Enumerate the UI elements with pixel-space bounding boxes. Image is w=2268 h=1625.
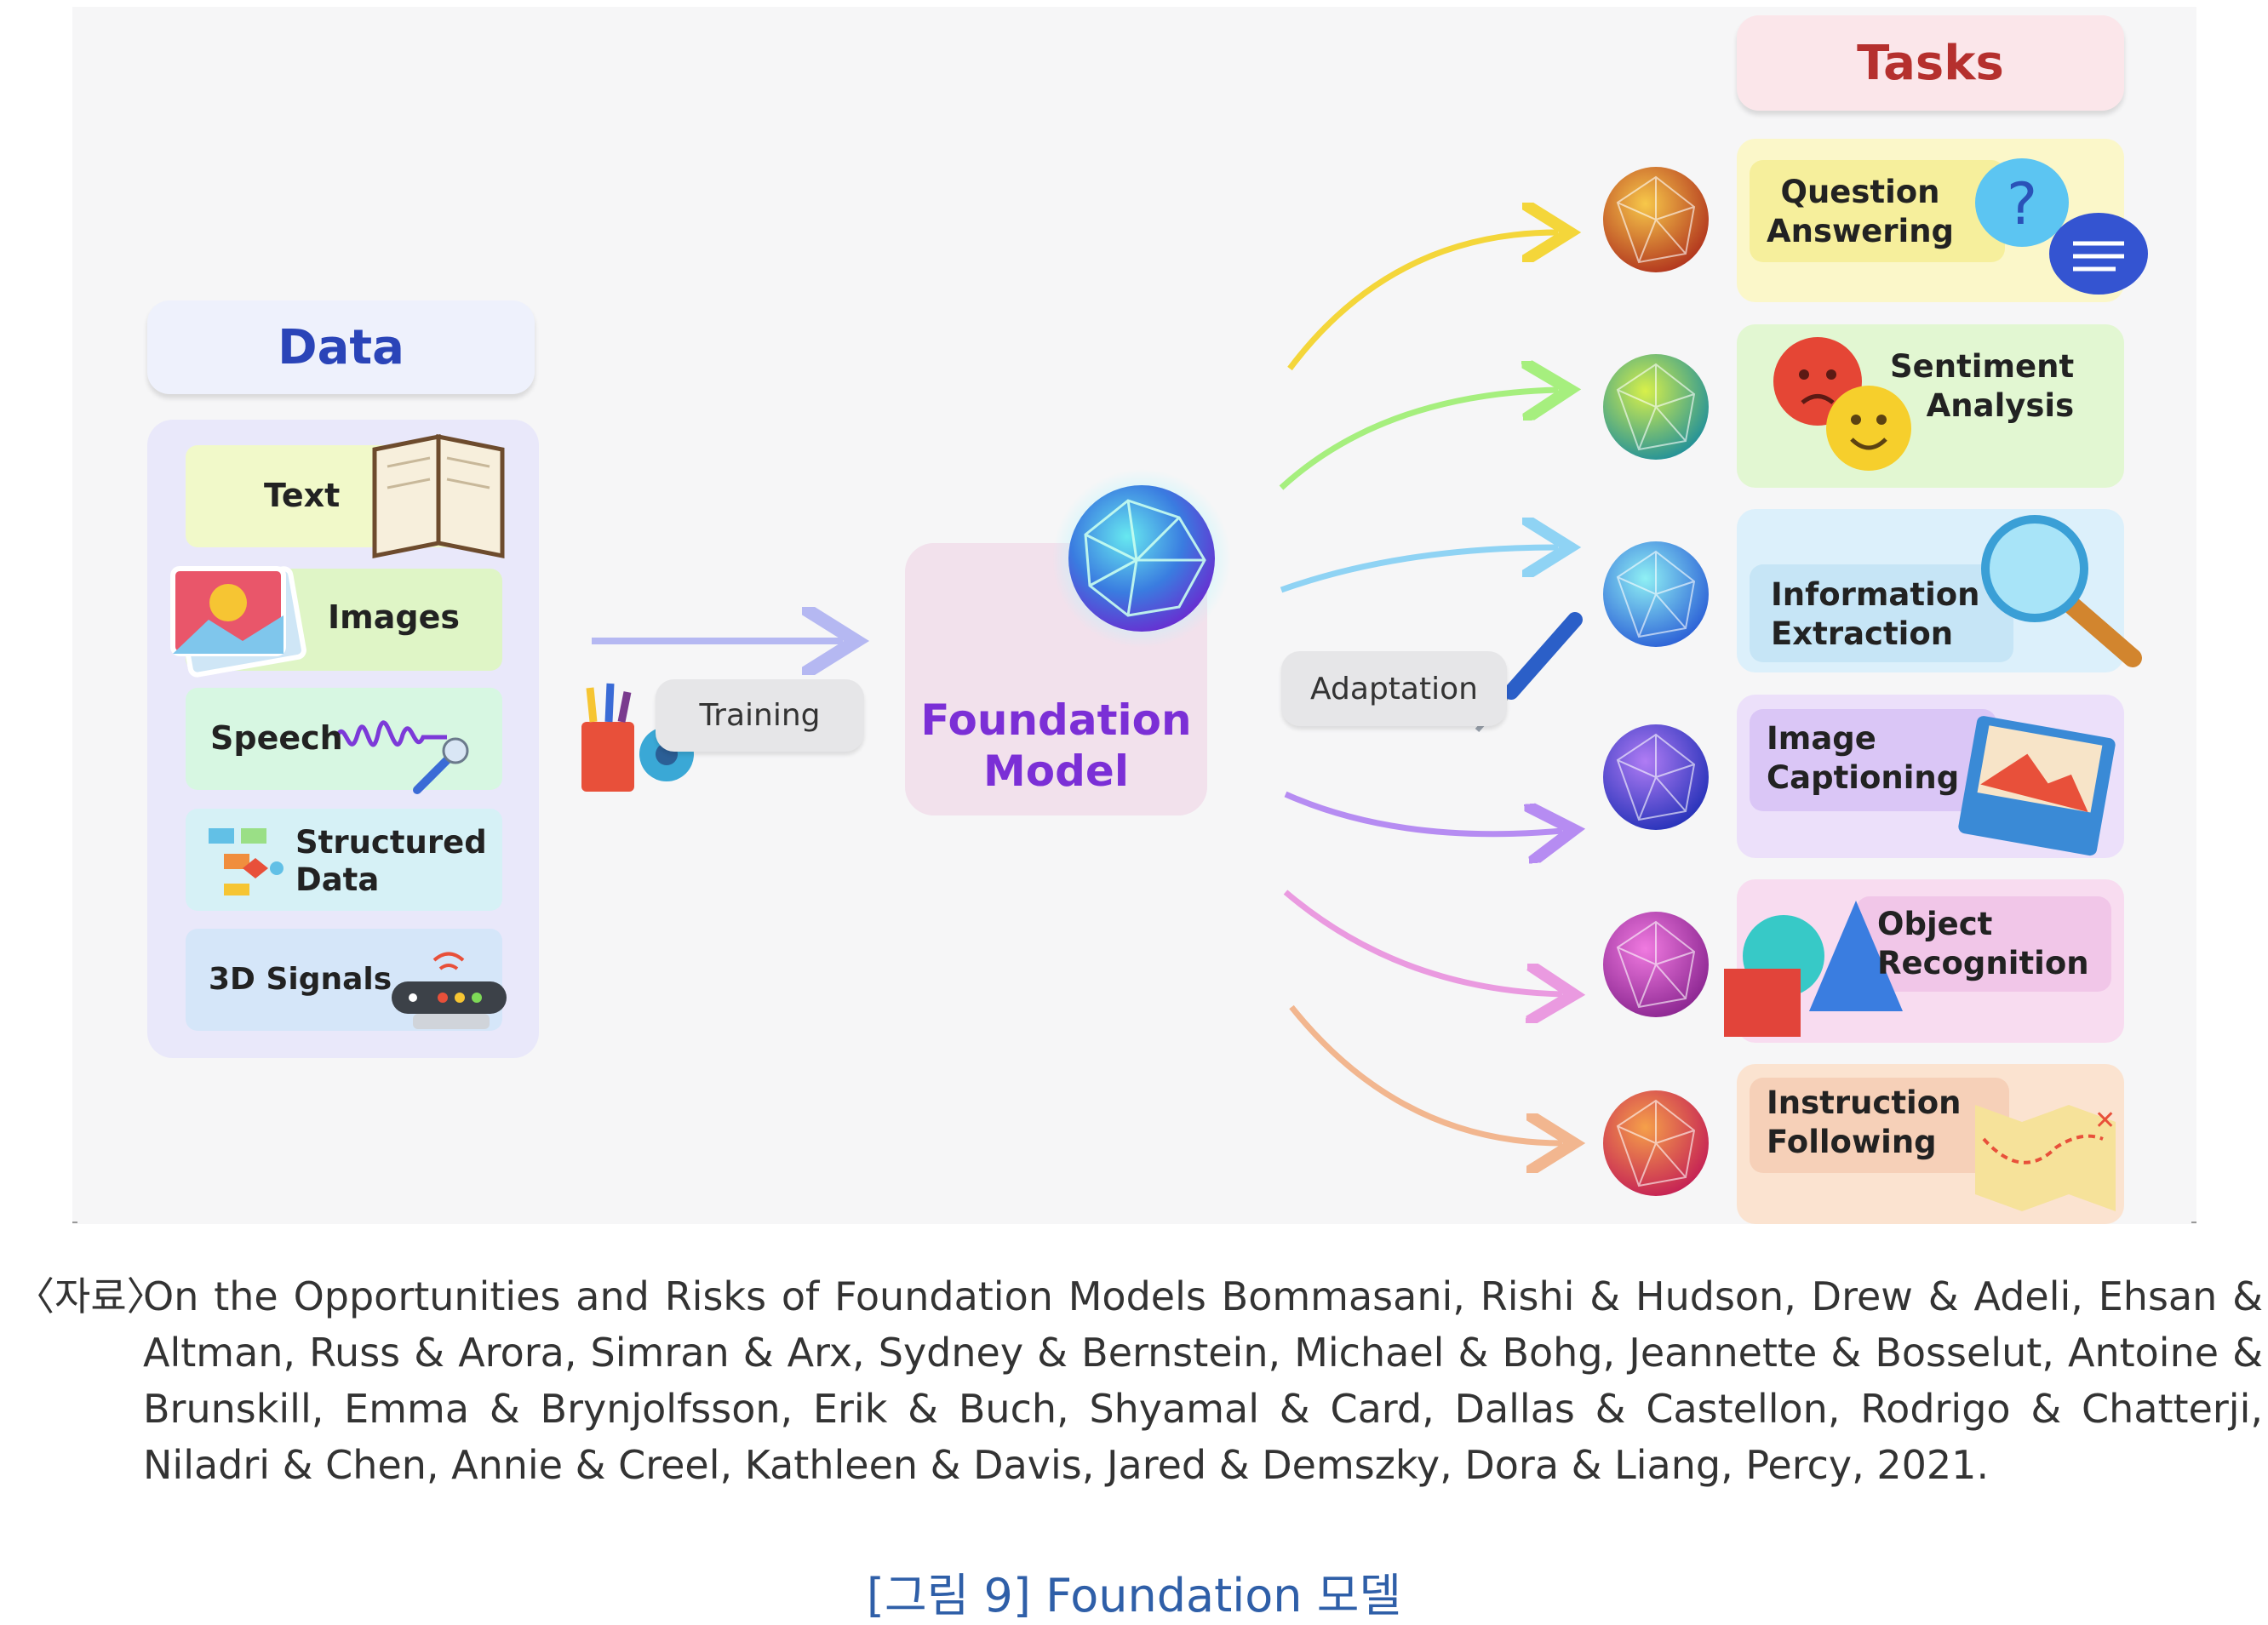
foundation-model-diagram: ?	[72, 7, 2196, 1224]
data-item-3d-signals: 3D Signals	[209, 962, 392, 997]
waveform-icon	[334, 720, 469, 794]
adaptation-pill: Adaptation	[1281, 651, 1507, 726]
data-header: Data	[147, 300, 535, 394]
diagram-graphics: ?	[72, 139, 2196, 1224]
tasks-header: Tasks	[1737, 15, 2124, 111]
arrow-to-question-answering	[1287, 232, 1558, 371]
data-header-label: Data	[278, 319, 404, 375]
picture-card-icon	[1958, 716, 2116, 856]
arrow-to-instruction-following	[1289, 1004, 1562, 1143]
speech-item-box	[186, 688, 502, 790]
pencil-cup-icon	[581, 683, 694, 792]
task-image-captioning: Image Captioning	[1767, 720, 1960, 796]
question-bubble-icon: ?	[1975, 158, 2148, 295]
foundation-model-label: Foundation Model	[920, 695, 1192, 796]
happy-face-icon	[1826, 386, 1911, 471]
book-icon	[372, 433, 505, 559]
task-instruction-following: Instruction Following	[1767, 1084, 1962, 1160]
data-item-structured-data: Structured Data	[295, 824, 487, 898]
data-item-text: Text	[264, 477, 341, 514]
training-label: Training	[699, 698, 821, 733]
tasks-header-label: Tasks	[1857, 35, 2004, 91]
arrow-to-object-recognition	[1283, 890, 1562, 994]
source-text: On the Opportunities and Risks of Founda…	[143, 1273, 2263, 1488]
figure-title: [그림 9] Foundation 모델	[866, 1569, 1402, 1622]
router-icon	[392, 952, 507, 1029]
svg-text:✕: ✕	[2094, 1106, 2116, 1136]
flowchart-icon	[209, 828, 284, 895]
arrow-to-image-captioning	[1284, 791, 1562, 834]
task-information-extraction: Information Extraction	[1771, 576, 1980, 652]
task-sentiment-analysis: Sentiment Analysis	[1890, 348, 2075, 424]
shapes-icon	[1724, 901, 1903, 1037]
source-tag: 〈자료〉	[15, 1273, 166, 1319]
data-item-speech: Speech	[210, 719, 343, 757]
magnifier-icon	[1981, 515, 2142, 667]
data-item-images: Images	[328, 598, 460, 636]
arrow-to-information-extraction	[1280, 547, 1558, 593]
svg-text:?: ?	[2007, 171, 2037, 238]
images-icon	[170, 566, 306, 678]
arrow-to-sentiment-analysis	[1279, 390, 1558, 490]
adaptation-label: Adaptation	[1310, 671, 1478, 707]
task-object-recognition: Object Recognition	[1877, 906, 2089, 981]
training-pill: Training	[656, 679, 864, 752]
treasure-map-icon: ✕	[1975, 1105, 2116, 1211]
foundation-model-globe-icon	[1068, 485, 1215, 632]
task-question-answering: Question Answering	[1767, 174, 1955, 249]
